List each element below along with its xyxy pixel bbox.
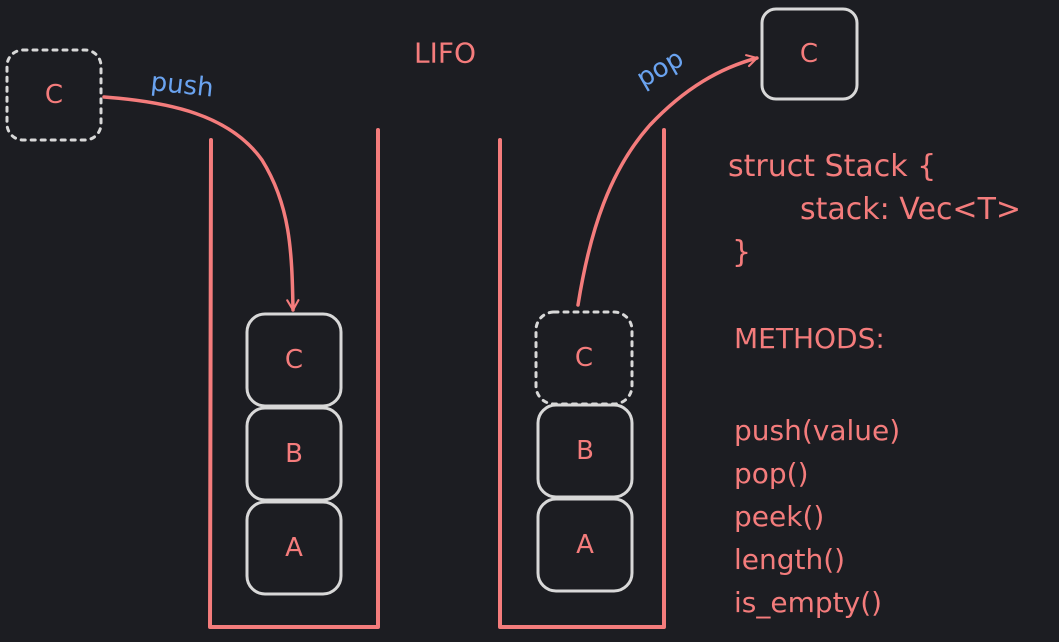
code-line-3: } (732, 235, 751, 270)
method-item: push(value) (734, 414, 900, 447)
right-block-a: A (536, 497, 634, 593)
method-item: pop() (734, 457, 809, 490)
pop-arrow (576, 54, 759, 307)
methods-heading: METHODS: (734, 322, 885, 355)
left-block-c: C (245, 312, 343, 408)
right-block-c-label: C (575, 343, 593, 373)
right-block-a-label: A (576, 530, 594, 560)
push-label: push (149, 67, 215, 103)
left-block-b-label: B (285, 439, 303, 469)
method-item: peek() (734, 500, 824, 533)
method-item: is_empty() (734, 586, 882, 619)
right-block-b-label: B (576, 436, 594, 466)
method-item: length() (734, 543, 845, 576)
popped-block: C (760, 7, 859, 101)
code-line-1: struct Stack { (728, 149, 936, 184)
left-stack-container (208, 128, 380, 629)
popped-block-label: C (800, 39, 818, 69)
left-block-b: B (245, 406, 343, 502)
push-arrow (102, 95, 300, 312)
left-block-a: A (245, 500, 343, 596)
pop-label: pop (632, 44, 689, 94)
right-block-c-ghost: C (534, 310, 634, 406)
lifo-title: LIFO (414, 37, 476, 70)
left-block-a-label: A (285, 533, 303, 563)
right-stack-container (498, 128, 666, 629)
code-line-2: stack: Vec<T> (800, 192, 1021, 227)
left-block-c-label: C (285, 345, 303, 375)
incoming-block-label: C (45, 80, 63, 110)
incoming-block: C (5, 48, 103, 142)
right-block-b: B (536, 403, 634, 499)
